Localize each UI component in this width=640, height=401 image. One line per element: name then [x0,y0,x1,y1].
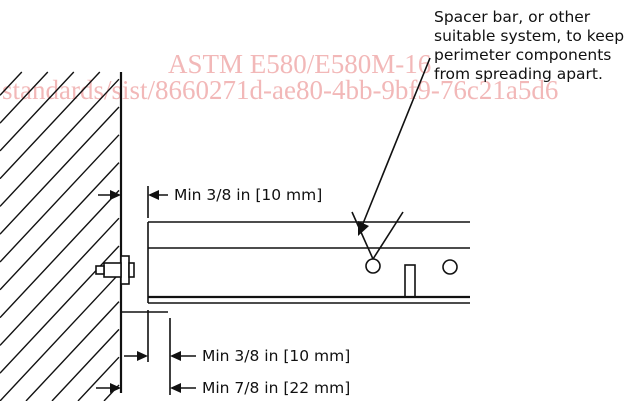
runner-slot [404,264,416,298]
watermark-line-1: ASTM E580/E580M-16 [168,49,431,79]
wall-hatch-line [0,106,120,235]
dimension-top [98,186,168,218]
callout-leader-line [361,57,431,227]
runner-hole [442,259,458,275]
spacer-bar-right [372,211,404,260]
spacer-bar-left [351,211,374,260]
dimension-middle [124,351,196,361]
callout-arrowhead [358,221,369,236]
watermark-line-2: standards/sist/8660271d-ae80-4bb-9bf9-76… [2,75,558,105]
wall-hatch-line [0,78,120,207]
runner-tee [147,221,470,304]
wall-hatch-line [0,71,49,124]
wall-hatch-line [0,71,75,152]
dimension-middle-label: Min 3/8 in [10 mm] [202,347,350,365]
wall-hatch-line [0,134,120,263]
spacer-hole [365,258,381,274]
wall-hatch-line [25,301,120,401]
wall-hatching [0,71,120,401]
wall-hatch-line [51,328,120,401]
callout-line-1: Spacer bar, or other [434,8,591,26]
wall-hatch-line [0,189,120,319]
callout-line-4: from spreading apart. [434,65,603,83]
dimension-top-label: Min 3/8 in [10 mm] [174,186,322,204]
callout-line-2: suitable system, to keep [434,27,624,45]
wall-hatch-line [0,245,120,374]
wall-hatch-line [77,356,120,401]
callout-line-3: perimeter components [434,46,611,64]
wall-hatch-line [0,71,23,96]
wall-hatch-line [0,162,120,291]
wall-hatch-line [0,273,120,401]
dimension-bottom-label: Min 7/8 in [22 mm] [202,379,350,397]
dimension-bottom [96,383,196,393]
wall-hatch-line [0,71,101,180]
wall-hatch-line [0,217,120,346]
wall-fastener [95,255,135,285]
